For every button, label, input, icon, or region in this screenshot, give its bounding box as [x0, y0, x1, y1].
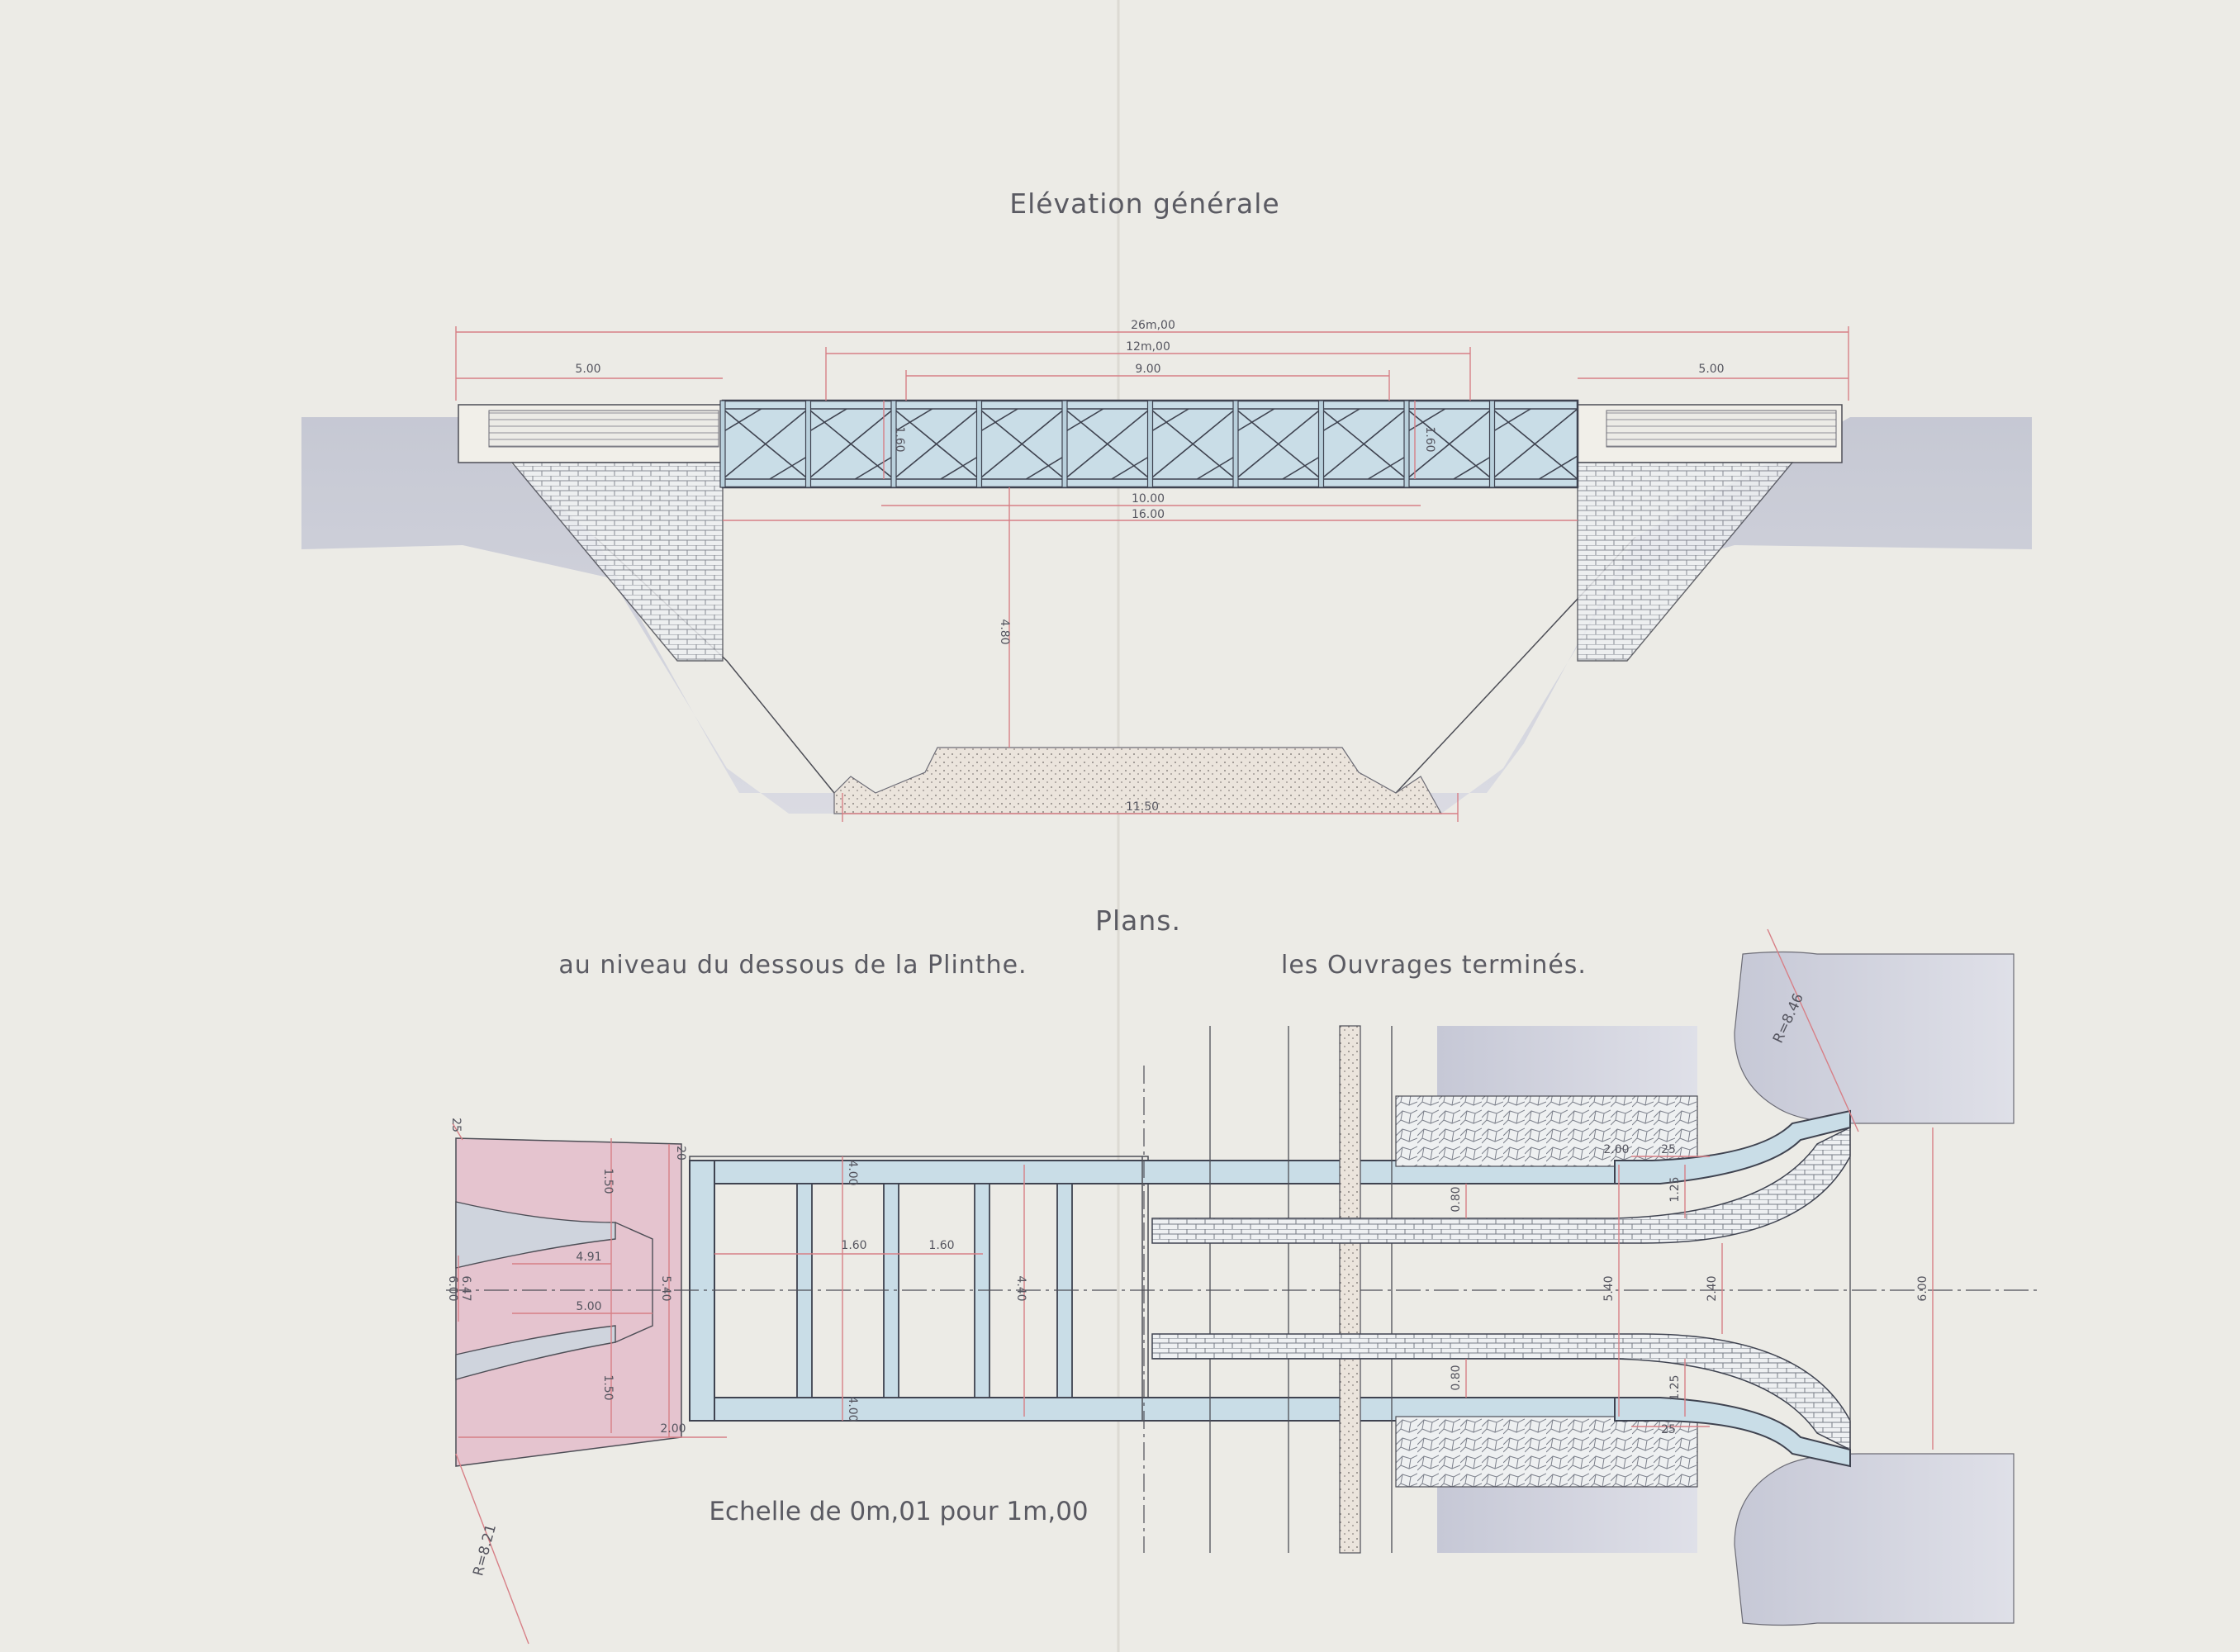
- dim-overall-length: 26m,00: [1131, 319, 1175, 332]
- wing-wall-pink: [455, 1137, 682, 1467]
- dim-girder-span: 4.40: [1014, 1275, 1027, 1301]
- girder-panel: [1488, 400, 1578, 488]
- dim-inner: 9.00: [1135, 363, 1160, 376]
- elevation-title: Elévation générale: [1009, 188, 1280, 220]
- right-abutment: [1577, 404, 1843, 662]
- girder-panel: [1146, 400, 1236, 488]
- girder-panel: [1317, 400, 1407, 488]
- dim-radius-left: R=8.21: [470, 1522, 500, 1578]
- dim-deck-length: 16.00: [1132, 508, 1165, 521]
- dim-throat: 4.91: [576, 1251, 601, 1264]
- upper-paving: [1395, 1095, 1698, 1167]
- dim-walk-top: 1.25: [1668, 1176, 1682, 1202]
- left-abutment: [458, 404, 724, 662]
- dim-approach-width: 6.00: [1916, 1275, 1929, 1301]
- dim-outer-width: 6.00: [446, 1275, 459, 1301]
- dim-outer-width-2: 6.47: [459, 1275, 472, 1301]
- plans-title: Plans.: [1095, 904, 1181, 937]
- left-embankment: [301, 417, 834, 814]
- dim-bottom-offset: 2.00: [660, 1422, 686, 1436]
- dim-abutment-right: 5.00: [1698, 363, 1724, 376]
- upper-ground: [1437, 1026, 1697, 1096]
- girder-panel: [1403, 400, 1493, 488]
- scale-caption: Echelle de 0m,01 pour 1m,00: [709, 1497, 1088, 1526]
- right-embankment: [1396, 417, 2032, 814]
- dim-girder-height-right: 1.60: [1423, 426, 1436, 452]
- dim-top-offset: 25: [449, 1118, 463, 1132]
- dim-walk-bottom: 1.25: [1668, 1374, 1682, 1400]
- dim-small-a: 20: [674, 1146, 687, 1161]
- dim-under-span: 10.00: [1132, 492, 1165, 506]
- dim-span: 12m,00: [1126, 340, 1170, 354]
- girder-panel: [890, 400, 980, 488]
- dim-cross-spacing-1: 1.60: [841, 1239, 866, 1252]
- girder-panel: [1232, 400, 1322, 488]
- elevation-dimensions: [455, 326, 1849, 822]
- lower-ground: [1437, 1487, 1697, 1553]
- girder-panel: [719, 400, 809, 488]
- dim-upper-a: 2.00: [1603, 1143, 1629, 1156]
- approach-bank-lower: [1734, 1453, 2015, 1626]
- dim-sidewalk-bottom: 0.80: [1450, 1365, 1463, 1390]
- lower-paving: [1395, 1416, 1698, 1488]
- girder-panel: [804, 400, 895, 488]
- rail-strip: [1339, 1025, 1361, 1554]
- dim-road-width: 2.40: [1706, 1275, 1719, 1301]
- dim-deck-width-right: 5.40: [1602, 1275, 1616, 1301]
- plan-right-dimensions: [1465, 928, 1934, 1450]
- dim-clearance: 4.80: [998, 619, 1011, 644]
- dim-sidewalk-top: 0.80: [1450, 1186, 1463, 1212]
- dim-cross-spacing-2: 1.60: [928, 1239, 954, 1252]
- dim-girder-bottom: 4.00: [846, 1396, 859, 1422]
- plan-finished-works: 2.00 25 25 0.80 0.80 1.25 1.25 5.40 2.40…: [1151, 928, 2015, 1626]
- dim-track-bed: 11.50: [1126, 800, 1159, 814]
- dim-girder-height-left: 1.60: [893, 426, 906, 452]
- dim-girder-top: 4.00: [846, 1160, 859, 1185]
- lattice-girder: [719, 399, 1579, 489]
- plan-left-subtitle: au niveau du dessous de la Plinthe.: [558, 951, 1027, 980]
- upper-curved-wall: [455, 1201, 616, 1269]
- deck-frame-outer: [689, 1156, 1149, 1422]
- plan-left-dimensions: [452, 1123, 1025, 1645]
- dim-upper-b: 25: [1661, 1143, 1676, 1156]
- dim-abutment-left: 5.00: [575, 363, 600, 376]
- lower-parapet-curve: [1614, 1397, 1851, 1468]
- plan-right-subtitle: les Ouvrages terminés.: [1281, 951, 1587, 980]
- dim-lower-width: 1.50: [601, 1374, 615, 1400]
- dim-upper-width: 1.50: [601, 1168, 615, 1194]
- girder-panel: [1061, 400, 1151, 488]
- elevation-view: Elévation générale: [301, 188, 2032, 822]
- girder-panel: [975, 400, 1065, 488]
- dim-lower-b: 25: [1661, 1423, 1676, 1436]
- dim-deck-width: 5.40: [659, 1275, 672, 1301]
- dim-inner-width: 5.00: [576, 1300, 601, 1313]
